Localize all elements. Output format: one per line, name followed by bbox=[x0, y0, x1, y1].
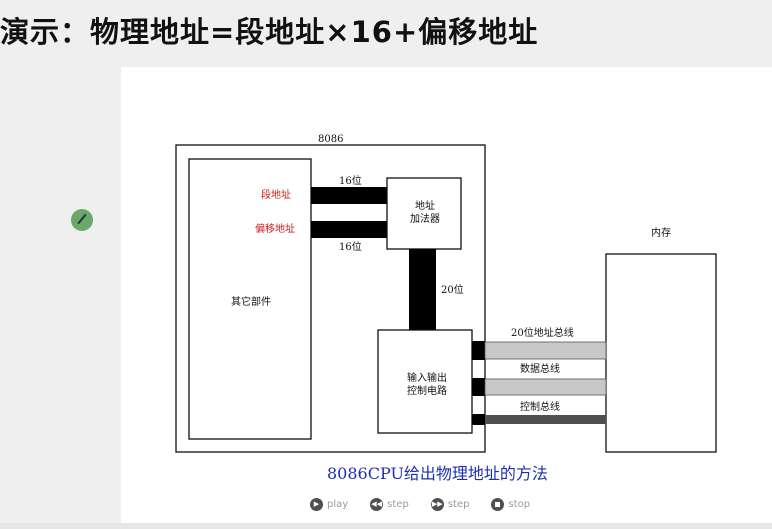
cpu-address-diagram: 8086 段地址 偏移地址 其它部件 16位 16位 地址 加法器 20位 输入… bbox=[175, 134, 717, 483]
control-bus-label: 控制总线 bbox=[520, 400, 560, 413]
io-control-box bbox=[377, 329, 473, 434]
bits-16-bottom-label: 16位 bbox=[339, 240, 362, 253]
diagram-caption: 8086CPU给出物理地址的方法 bbox=[327, 464, 548, 483]
address-adder-box bbox=[386, 177, 462, 250]
step-forward-button[interactable]: ▶▶ step bbox=[430, 497, 470, 511]
other-parts-label: 其它部件 bbox=[231, 295, 271, 308]
other-parts-box bbox=[188, 158, 312, 440]
stop-button[interactable]: stop bbox=[491, 497, 531, 511]
slide-title: 演示：物理地址=段地址×16+偏移地址 bbox=[0, 15, 539, 49]
io-label-line2: 控制电路 bbox=[407, 384, 447, 397]
stop-icon bbox=[491, 497, 505, 511]
step-back-button[interactable]: ◀◀ step bbox=[370, 497, 409, 511]
segment-bus bbox=[311, 187, 387, 204]
step-forward-label: step bbox=[447, 498, 470, 510]
data-bus-label: 数据总线 bbox=[520, 362, 560, 375]
step-forward-icon: ▶▶ bbox=[430, 497, 444, 511]
step-back-icon: ◀◀ bbox=[370, 497, 384, 511]
control-bus bbox=[485, 415, 606, 424]
data-bus-port bbox=[472, 378, 485, 396]
adder-label-line2: 加法器 bbox=[410, 212, 440, 225]
pen-cursor-icon bbox=[71, 209, 93, 231]
memory-label: 内存 bbox=[651, 226, 671, 239]
address-bus-port bbox=[472, 341, 485, 360]
play-button[interactable]: ▶ play bbox=[310, 497, 349, 511]
bits-16-top-label: 16位 bbox=[339, 174, 362, 187]
bottom-bar bbox=[0, 523, 772, 529]
step-back-label: step bbox=[387, 498, 409, 510]
address-bus-label: 20位地址总线 bbox=[511, 326, 574, 339]
control-bus-port bbox=[472, 414, 485, 425]
stop-label: stop bbox=[508, 498, 531, 510]
address-bus bbox=[484, 341, 607, 360]
io-label-line1: 输入输出 bbox=[407, 371, 447, 384]
bus-20-bit bbox=[409, 249, 436, 330]
play-label: play bbox=[327, 498, 349, 510]
memory-box bbox=[605, 253, 717, 453]
bits-20-label: 20位 bbox=[441, 283, 464, 296]
segment-address-label: 段地址 bbox=[261, 188, 291, 201]
animation-stage: 8086 段地址 偏移地址 其它部件 16位 16位 地址 加法器 20位 输入… bbox=[121, 67, 772, 523]
play-icon: ▶ bbox=[310, 497, 323, 511]
animation-controls: ▶ play ◀◀ step ▶▶ step stop bbox=[310, 495, 530, 513]
adder-label-line1: 地址 bbox=[415, 199, 435, 212]
offset-address-label: 偏移地址 bbox=[255, 222, 295, 235]
data-bus bbox=[484, 378, 607, 396]
offset-bus bbox=[311, 221, 387, 238]
cpu-label: 8086 bbox=[318, 134, 343, 145]
cpu-box bbox=[175, 144, 486, 453]
